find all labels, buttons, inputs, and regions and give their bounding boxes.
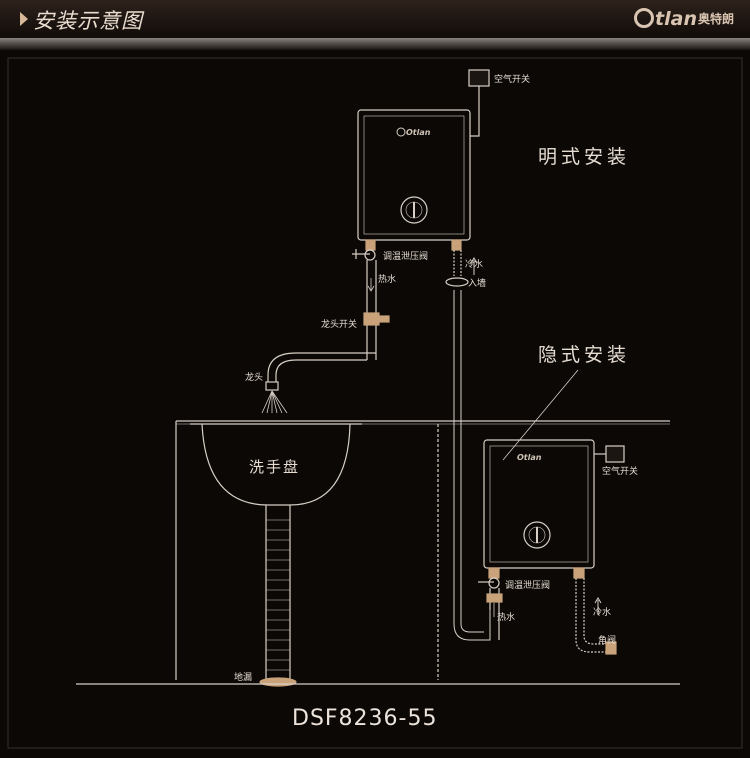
angle-valve-label: 角阀: [598, 636, 617, 646]
washbasin-bowl: [201, 423, 351, 506]
brand-cn: 奥特朗: [697, 12, 734, 26]
cold-water-bottom-label: 冷水: [593, 608, 612, 618]
faucet-label: 龙头: [245, 373, 264, 383]
wall-inlet: [445, 277, 469, 287]
concealed-install-label: 隐式安装: [538, 344, 631, 366]
shower-spray-icon: [261, 390, 288, 414]
heater-top-inner: [363, 115, 465, 235]
faucet-switch: [363, 312, 380, 326]
washbasin-label: 洗手盘: [249, 458, 301, 476]
brand-latin: tlan: [655, 8, 697, 30]
heater-dial-icon: [523, 521, 551, 549]
faucet-spout: [267, 352, 376, 382]
model-number: DSF8236-55: [292, 706, 438, 731]
faucet-switch-label: 龙头开关: [321, 320, 358, 330]
air-switch-bottom-label: 空气开关: [602, 467, 639, 477]
hot-water-top-label: 热水: [378, 275, 397, 285]
air-switch-bottom-box: [605, 445, 625, 463]
drain-pipe: [265, 505, 291, 681]
heater-bottom-body: [483, 439, 595, 569]
diagram-drawing: [7, 57, 743, 749]
hot-water-bottom-label: 热水: [497, 613, 516, 623]
heater-top-body: [357, 109, 471, 241]
heater-bottom-logo: Otlan: [517, 453, 542, 462]
callout-line: [502, 369, 579, 461]
hot-pipe-top: [366, 260, 377, 360]
otlan-logo-icon: [634, 8, 655, 28]
cold-pipe-long: [453, 290, 491, 641]
cold-pipe-top: [453, 250, 462, 276]
heater-dial-icon: [400, 196, 428, 224]
surface-install-label: 明式安装: [538, 146, 631, 168]
brand-logo: tlan奥特朗: [634, 8, 734, 30]
pressure-valve-top: [365, 239, 376, 251]
header-separator: [0, 38, 750, 50]
caret-right-icon: [20, 12, 28, 26]
cold-pipe-bottom: [575, 578, 608, 653]
installation-diagram: 空气开关 Otlan 明式安装 调温泄压阀 冷水 热水 入墙 龙头开关 隐式安装…: [0, 50, 750, 758]
page-title: 安装示意图: [33, 9, 143, 33]
pressure-valve-bottom-label: 调温泄压阀: [505, 581, 551, 591]
cold-water-top-label: 冷水: [465, 260, 484, 270]
air-switch-top-cable: [470, 86, 480, 137]
page-header: 安装示意图 tlan奥特朗: [0, 0, 750, 38]
floor-drain-label: 地漏: [234, 673, 253, 683]
floor-drain: [259, 677, 297, 687]
air-switch-top-box: [468, 69, 490, 87]
diagram-frame: [7, 57, 743, 749]
pressure-valve-top-label: 调温泄压阀: [383, 252, 429, 262]
air-switch-top-label: 空气开关: [494, 75, 531, 85]
pressure-valve-bottom: [488, 567, 500, 579]
angle-valve: [605, 641, 617, 655]
otlan-logo-icon: [396, 127, 406, 137]
heater-top-logo: Otlan: [406, 128, 431, 137]
wall-inlet-label: 入墙: [468, 279, 487, 289]
